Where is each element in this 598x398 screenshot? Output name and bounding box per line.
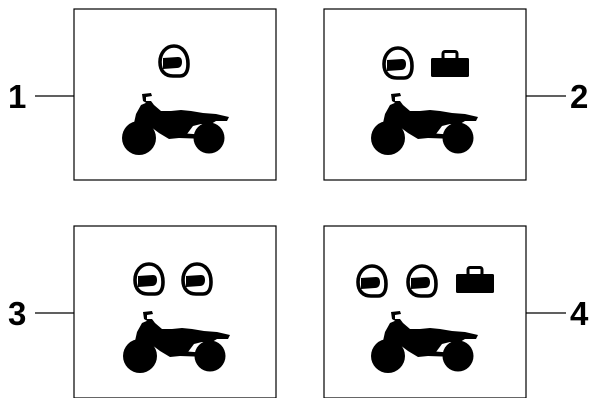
panel-4-number: 4 bbox=[570, 295, 589, 332]
panel-1-frame bbox=[74, 9, 276, 180]
panel-4: 4 bbox=[324, 226, 589, 398]
panel-3-frame bbox=[74, 226, 276, 398]
panel-1: 1 bbox=[8, 9, 276, 180]
panel-1-number: 1 bbox=[8, 78, 26, 115]
panel-2-number: 2 bbox=[570, 78, 588, 115]
panel-2-frame bbox=[324, 9, 526, 180]
panel-3: 3 bbox=[8, 226, 276, 398]
panel-3-number: 3 bbox=[8, 295, 26, 332]
panel-4-frame bbox=[324, 226, 526, 398]
panel-2: 2 bbox=[324, 9, 588, 180]
